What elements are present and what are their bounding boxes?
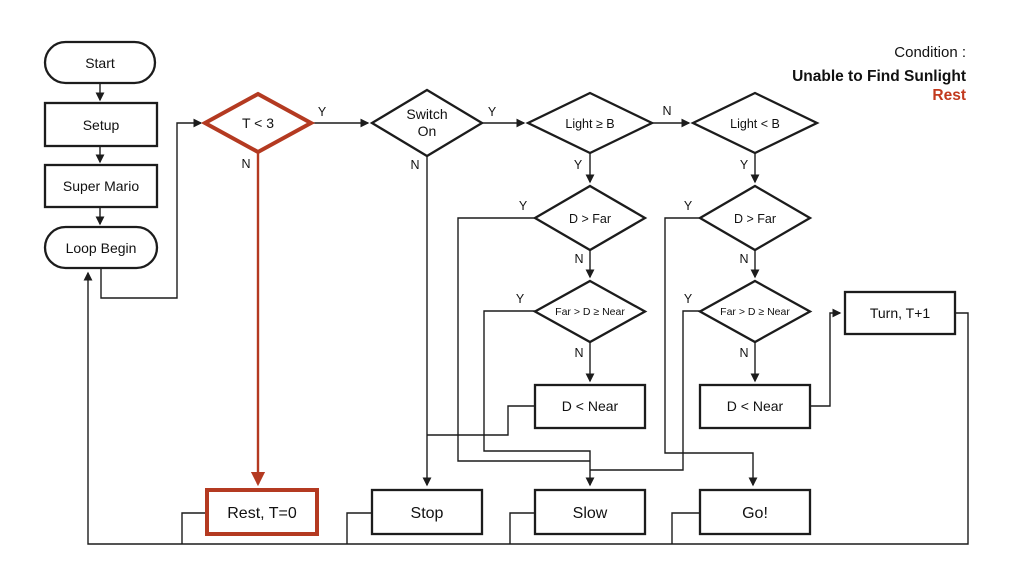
label-rdfar-yes: Y [684,199,693,213]
node-light-ge-b-label: Light ≥ B [565,117,614,131]
node-far-d-near-left: Far > D ≥ Near [532,279,648,344]
label-ldfar-yes: Y [519,199,528,213]
edge-slow-rail [509,512,535,544]
label-lightgeb-yes: Y [574,158,583,172]
node-slow: Slow [533,488,647,536]
node-t-lt-3-shape [200,91,316,155]
node-go: Go! [698,488,812,536]
label-t3-yes: Y [318,105,327,119]
node-far-d-near-right-label: Far > D ≥ Near [720,306,790,318]
node-super-mario-label: Super Mario [63,178,139,194]
edge-turn-rail-loopbegin [83,271,969,545]
node-t-lt-3: T < 3 [200,91,316,155]
edge-ldnear-stopjoin [427,405,535,436]
node-rest-shape [205,488,319,536]
node-d-lt-near-right: D < Near [698,383,812,430]
node-super-mario: Super Mario [43,163,159,209]
node-switch-on: Switch On [369,88,485,158]
edge-go-rail [671,512,700,544]
node-super-mario-shape [43,163,159,209]
node-start: Start [43,40,157,85]
node-light-lt-b-shape [690,91,820,155]
node-turn: Turn, T+1 [843,290,957,336]
edge-rest-rail [181,512,207,544]
edge-rfdn-yes-slowjoin [590,310,700,471]
node-d-gt-far-left-label: D > Far [569,212,611,226]
node-far-d-near-left-shape [532,279,648,344]
node-stop-shape [370,488,484,536]
node-d-lt-near-right-label: D < Near [727,398,784,414]
edge-lfdn-yes-slow [483,310,595,487]
node-slow-label: Slow [573,505,608,522]
edge-ldfar-yes-slowjoin [457,217,590,462]
node-d-lt-near-left-label: D < Near [562,398,619,414]
label-lfdn-no: N [574,346,583,360]
node-light-ge-b-shape [525,91,655,155]
node-switch-on-shape [369,88,485,158]
node-switch-on-label-2: On [418,123,437,139]
node-loop-begin: Loop Begin [43,225,159,270]
node-t-lt-3-label: T < 3 [242,115,274,131]
label-lfdn-yes: Y [516,292,525,306]
node-d-gt-far-right-shape [697,184,813,252]
node-rest-label: Rest, T=0 [227,505,297,522]
condition-block: Condition : Unable to Find Sunlight Rest [792,44,966,104]
node-setup-shape [43,101,159,148]
label-lightgeb-no: N [662,104,671,118]
node-rest: Rest, T=0 [205,488,319,536]
node-d-gt-far-right: D > Far [697,184,813,252]
condition-description: Unable to Find Sunlight [792,68,966,85]
node-d-lt-near-left-shape [533,383,647,430]
edge-stop-rail [346,512,372,544]
condition-heading: Condition : [894,44,966,61]
node-stop: Stop [370,488,484,536]
label-rfdn-no: N [739,346,748,360]
node-light-ge-b: Light ≥ B [525,91,655,155]
label-rdfar-no: N [739,252,748,266]
node-loop-begin-shape [43,225,159,270]
node-loop-begin-label: Loop Begin [66,240,137,256]
node-turn-shape [843,290,957,336]
edge-rdfar-yes-go [664,217,758,487]
node-setup-label: Setup [83,117,120,133]
node-switch-on-label-1: Switch [406,106,447,122]
node-far-d-near-right: Far > D ≥ Near [697,279,813,344]
node-d-gt-far-left-shape [532,184,648,252]
label-switchon-yes: Y [488,105,497,119]
label-switchon-no: N [410,158,419,172]
node-start-label: Start [85,55,115,71]
node-go-label: Go! [742,505,768,522]
node-turn-label: Turn, T+1 [870,305,931,321]
node-start-shape [43,40,157,85]
node-far-d-near-right-shape [697,279,813,344]
node-d-lt-near-right-shape [698,383,812,430]
edge-rdnear-turn [810,308,842,407]
label-t3-no: N [241,157,250,171]
node-light-lt-b-label: Light < B [730,117,780,131]
node-setup: Setup [43,101,159,148]
node-stop-label: Stop [411,505,444,522]
node-d-gt-far-left: D > Far [532,184,648,252]
node-go-shape [698,488,812,536]
label-lightltb-yes: Y [740,158,749,172]
node-d-gt-far-right-label: D > Far [734,212,776,226]
edges [83,83,969,545]
node-d-lt-near-left: D < Near [533,383,647,430]
condition-state: Rest [932,87,966,104]
node-slow-shape [533,488,647,536]
edge-loopbegin-t3 [100,118,203,299]
branch-labels: Y N Y N Y N Y Y N Y N Y N Y N [241,104,748,360]
node-far-d-near-left-label: Far > D ≥ Near [555,306,625,318]
label-rfdn-yes: Y [684,292,693,306]
label-ldfar-no: N [574,252,583,266]
node-light-lt-b: Light < B [690,91,820,155]
